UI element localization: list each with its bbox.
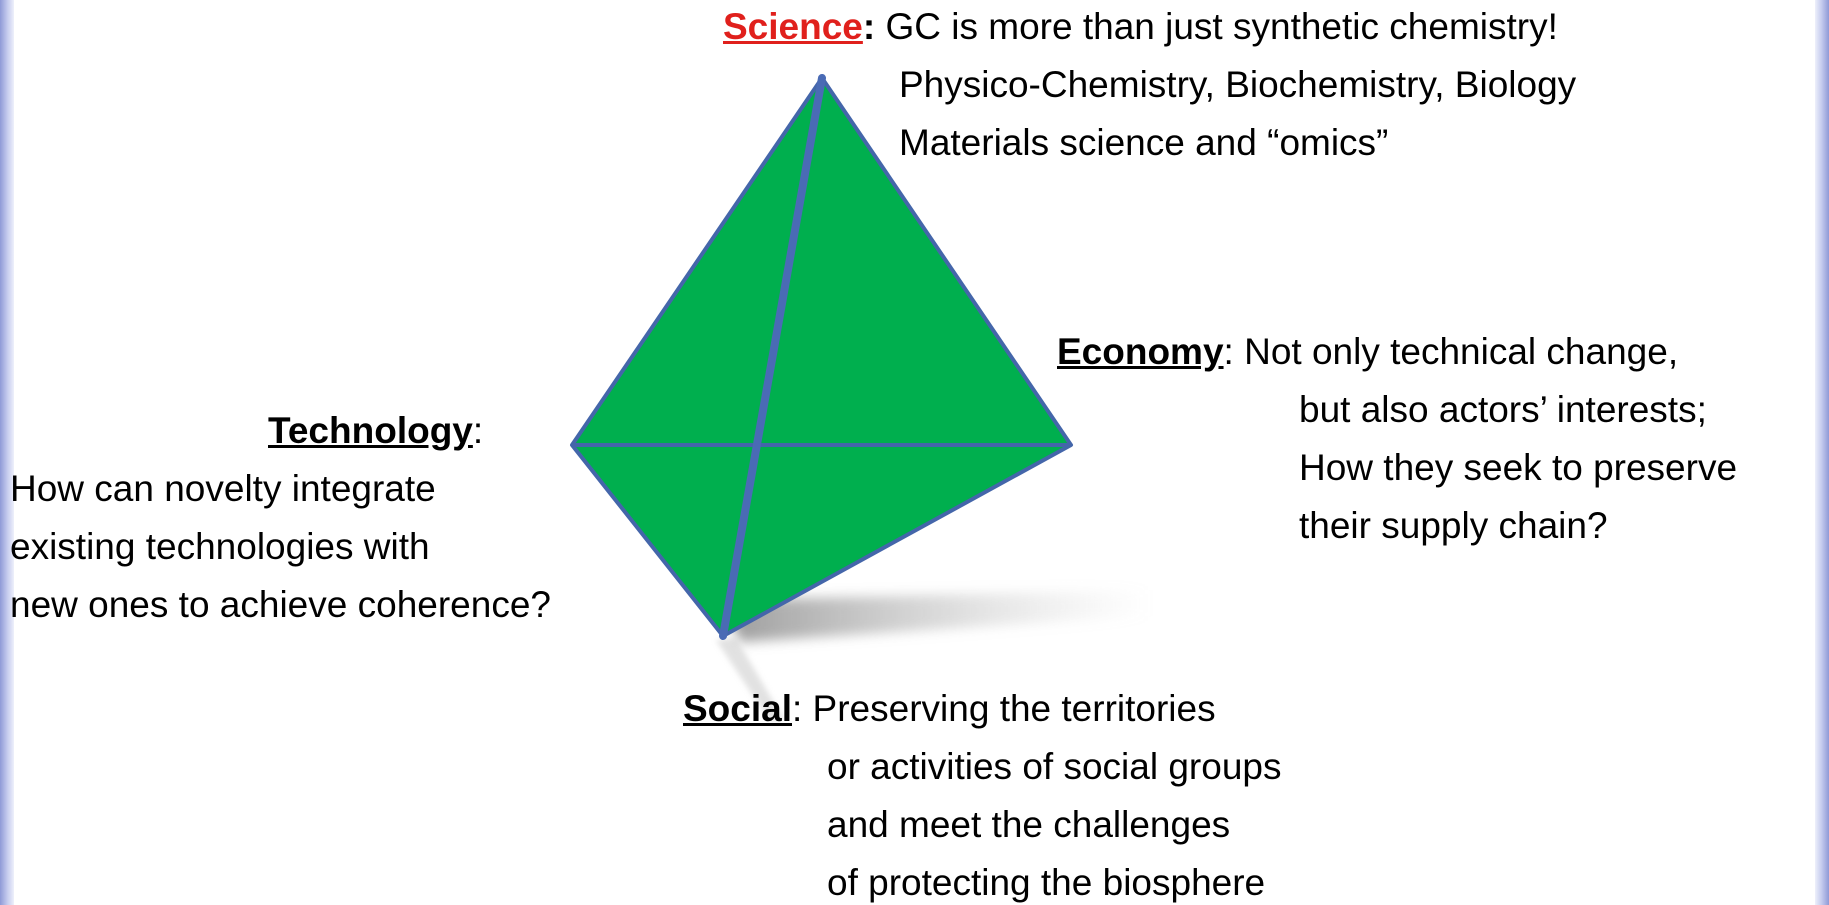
science-block: Science: GC is more than just synthetic … (723, 0, 1576, 172)
social-line-4: of protecting the biosphere (827, 862, 1266, 903)
social-line-2: or activities of social groups (827, 746, 1282, 787)
technology-line-1: How can novelty integrate (10, 468, 436, 509)
science-text-1: GC is more than just synthetic chemistry… (885, 6, 1558, 47)
technology-heading: Technology (268, 410, 473, 451)
science-line-3: Materials science and “omics” (899, 122, 1389, 163)
social-line-1: Social: Preserving the territories (683, 680, 1281, 738)
economy-text-1: : Not only technical change, (1223, 331, 1679, 372)
social-heading: Social (683, 688, 792, 729)
economy-line-1: Economy: Not only technical change, (1057, 323, 1737, 381)
science-colon: : (862, 6, 876, 47)
face-left-lower (572, 445, 757, 636)
left-decorative-bar (0, 0, 14, 905)
face-right-upper (757, 78, 1071, 445)
social-text-1: : Preserving the territories (792, 688, 1216, 729)
floor-shadow-tail (716, 638, 784, 721)
technology-line-2: existing technologies with (10, 526, 430, 567)
social-line-3: and meet the challenges (827, 804, 1231, 845)
technology-block: Technology: How can novelty integrate ex… (10, 402, 551, 634)
floor-shadow (722, 590, 1150, 642)
economy-line-4: their supply chain? (1299, 505, 1608, 546)
economy-heading: Economy (1057, 331, 1224, 372)
technology-line-heading: Technology: (10, 402, 551, 460)
economy-line-2: but also actors’ interests; (1299, 389, 1707, 430)
economy-block: Economy: Not only technical change, but … (1057, 323, 1737, 555)
front-edge (719, 74, 826, 640)
science-line-2: Physico-Chemistry, Biochemistry, Biology (899, 64, 1577, 105)
economy-line-3: How they seek to preserve (1299, 447, 1738, 488)
right-decorative-bar (1815, 0, 1829, 905)
science-line-1: Science: GC is more than just synthetic … (723, 0, 1576, 56)
technology-colon: : (472, 410, 484, 451)
science-heading: Science (723, 6, 863, 47)
social-block: Social: Preserving the territories or ac… (683, 680, 1281, 905)
technology-line-3: new ones to achieve coherence? (10, 584, 551, 625)
